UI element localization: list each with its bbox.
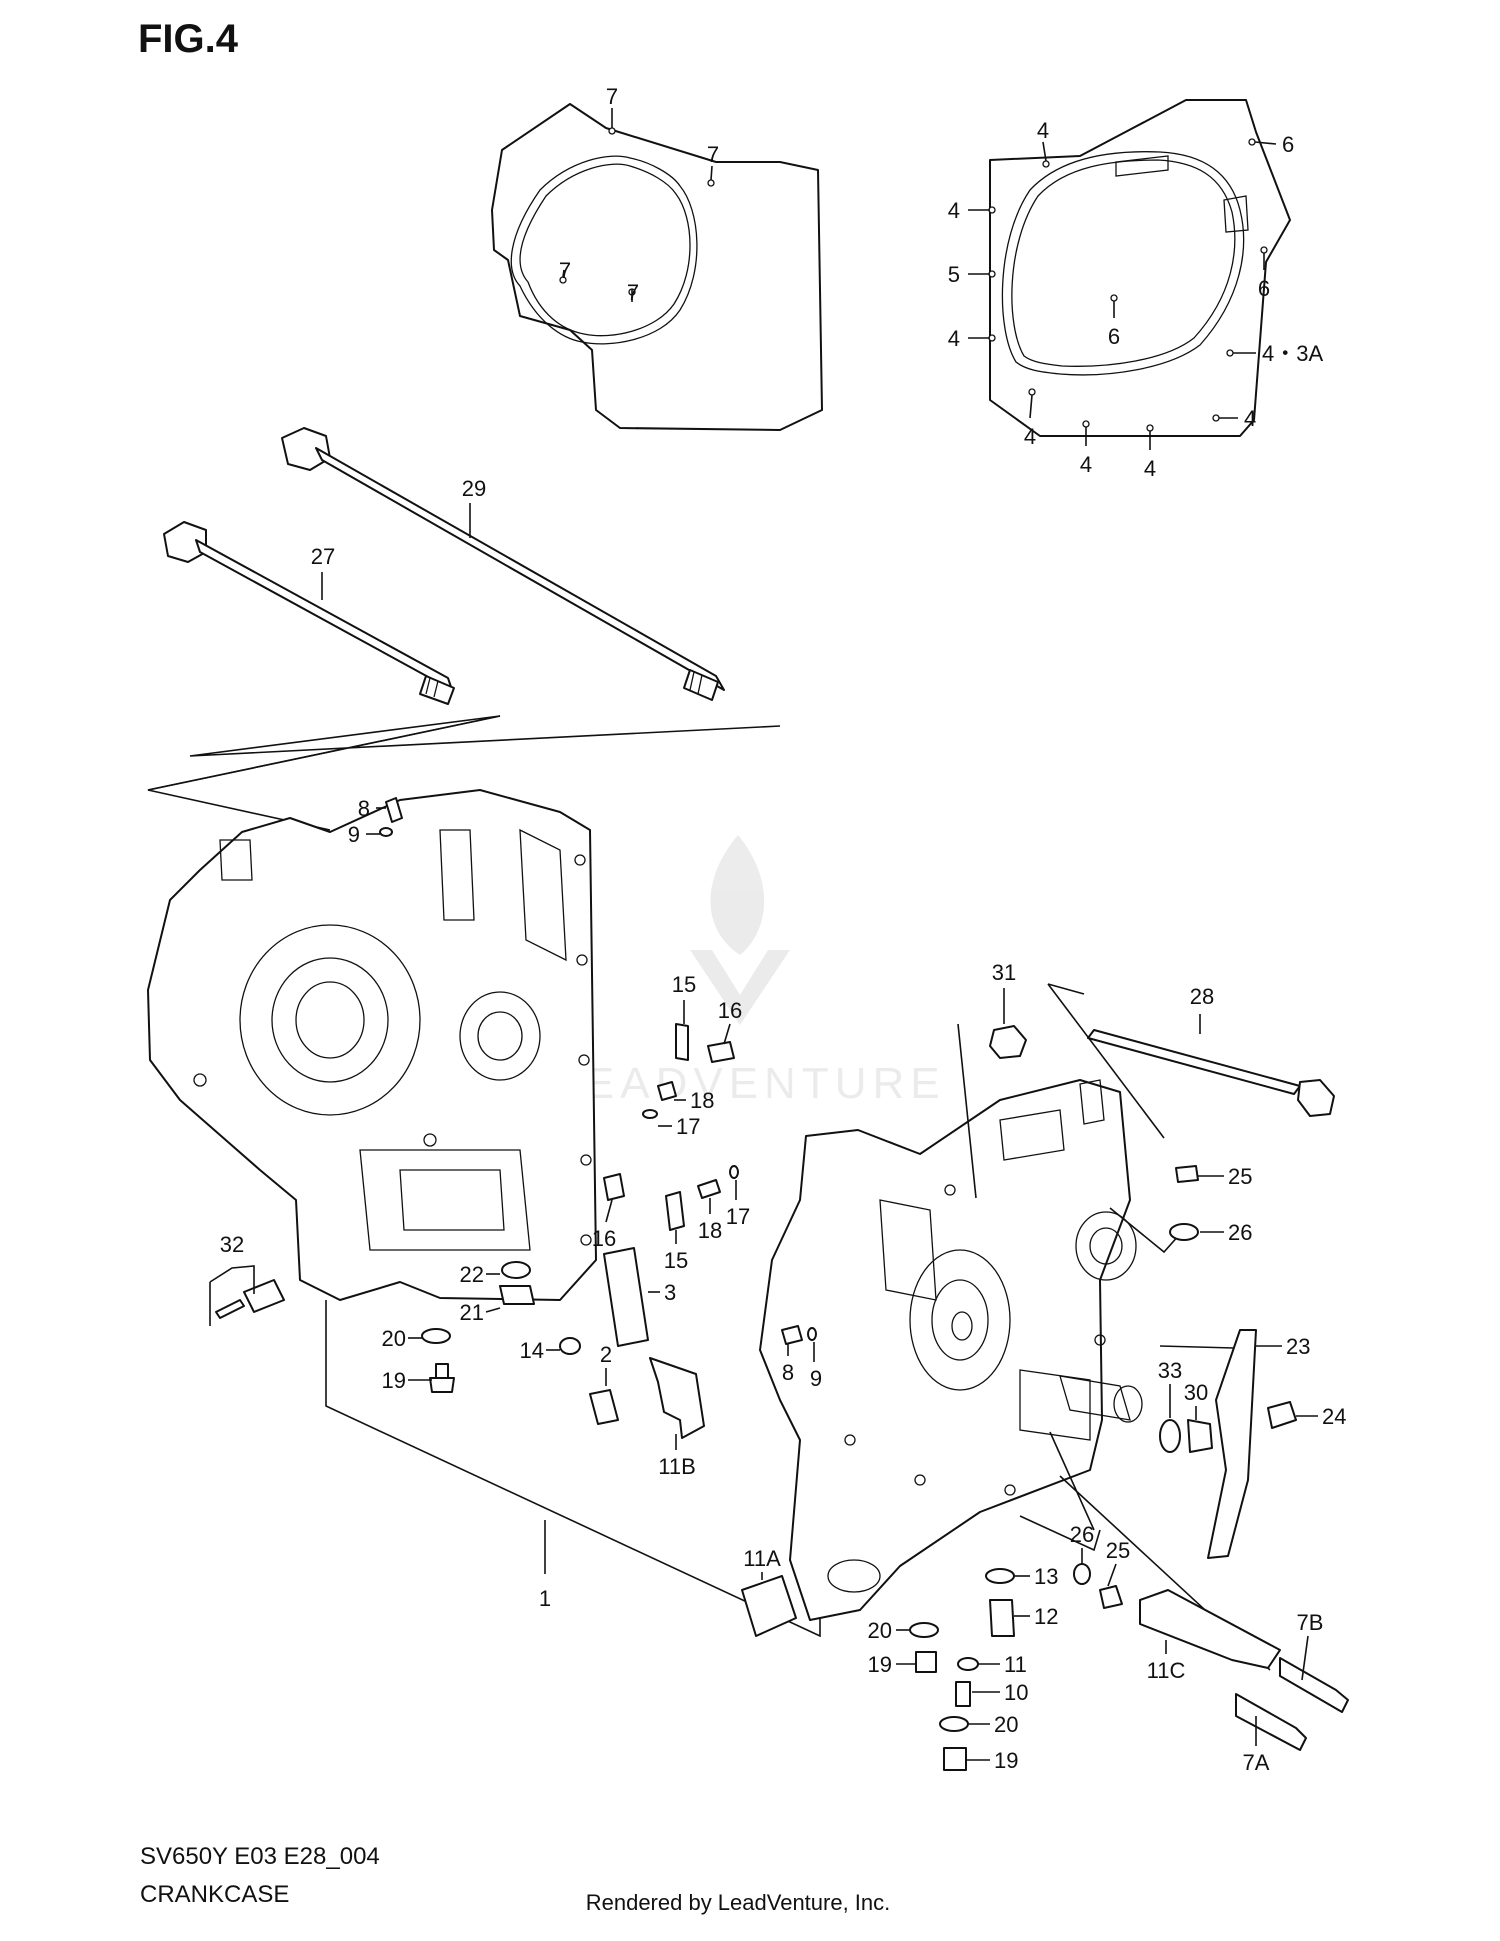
- callout-29: 29: [462, 476, 486, 501]
- callout-11b: 11B: [658, 1454, 696, 1479]
- callout-19: 19: [994, 1748, 1018, 1773]
- callout-11a: 11A: [743, 1546, 781, 1571]
- callout-4: 4: [1144, 456, 1156, 481]
- callout-15: 15: [664, 1248, 688, 1273]
- leadventure-watermark: LEADVENTURE: [554, 835, 945, 1108]
- callout-10: 10: [1004, 1680, 1028, 1705]
- callout-4: 4: [1037, 118, 1049, 143]
- callout-18: 18: [698, 1218, 722, 1243]
- callout-16: 16: [592, 1226, 616, 1251]
- left-small-parts: [215, 797, 649, 1425]
- right-cover-gasket: [988, 99, 1291, 437]
- callout-20: 20: [382, 1326, 406, 1351]
- callout-6: 6: [1258, 276, 1270, 301]
- callout-7: 7: [606, 84, 618, 109]
- callout-7b: 7B: [1297, 1610, 1324, 1635]
- callout-4: 4: [948, 198, 960, 223]
- callout-4: 4: [948, 326, 960, 351]
- callout-18: 18: [690, 1088, 714, 1113]
- callout-4: 4: [1244, 406, 1256, 431]
- callout-21: 21: [460, 1300, 484, 1325]
- callout-4: 4: [1080, 452, 1092, 477]
- callout-8: 8: [782, 1360, 794, 1385]
- left-cover-gasket: [491, 103, 823, 431]
- callout-19: 19: [382, 1368, 406, 1393]
- callout-31: 31: [992, 960, 1016, 985]
- callout-11: 11: [1004, 1652, 1027, 1677]
- callout-20: 20: [994, 1712, 1018, 1737]
- render-credit: Rendered by LeadVenture, Inc.: [586, 1890, 891, 1915]
- section-name: CRANKCASE: [140, 1881, 289, 1908]
- watermark-text: LEADVENTURE: [554, 1059, 945, 1108]
- callout-30: 30: [1184, 1380, 1208, 1405]
- callout-19: 19: [868, 1652, 892, 1677]
- callout-33: 33: [1158, 1358, 1182, 1383]
- right-crankcase-half: [759, 1079, 1143, 1621]
- callout-3: 3: [664, 1280, 676, 1305]
- crankcase-bolt-27: [163, 521, 455, 705]
- callout-16: 16: [718, 998, 742, 1023]
- callout-22: 22: [460, 1262, 484, 1287]
- callout-7: 7: [707, 142, 719, 167]
- callout-26: 26: [1070, 1522, 1094, 1547]
- callout-4: 4: [1024, 424, 1036, 449]
- callout-15: 15: [672, 972, 696, 997]
- callout-9: 9: [348, 822, 360, 847]
- figure-title: FIG.4: [138, 17, 239, 61]
- callout-7: 7: [559, 258, 571, 283]
- callout-13: 13: [1034, 1564, 1058, 1589]
- callout-28: 28: [1190, 984, 1214, 1009]
- callout-1: 1: [539, 1586, 551, 1611]
- callout-6: 6: [1282, 132, 1294, 157]
- right-small-parts: [741, 1025, 1349, 1771]
- crankcase-bolt-29: [281, 427, 725, 701]
- callout-7a: 7A: [1243, 1750, 1270, 1775]
- middle-small-parts: [603, 1023, 739, 1439]
- model-code: SV650Y E03 E28_004: [140, 1843, 380, 1870]
- callout-2: 2: [600, 1342, 612, 1367]
- callout-26: 26: [1228, 1220, 1252, 1245]
- callout-4-3a: 4・3A: [1262, 341, 1323, 366]
- callout-12: 12: [1034, 1604, 1058, 1629]
- callout-11c: 11C: [1147, 1658, 1186, 1683]
- callout-17: 17: [726, 1204, 750, 1229]
- callout-23: 23: [1286, 1334, 1310, 1359]
- callout-32: 32: [220, 1232, 244, 1257]
- callout-8: 8: [358, 796, 370, 821]
- callout-27: 27: [311, 544, 335, 569]
- callout-25: 25: [1228, 1164, 1252, 1189]
- callout-9: 9: [810, 1366, 822, 1391]
- callout-7: 7: [627, 280, 639, 305]
- callout-20: 20: [868, 1618, 892, 1643]
- callout-24: 24: [1322, 1404, 1346, 1429]
- left-crankcase-half: [147, 789, 597, 1301]
- callout-17: 17: [676, 1114, 700, 1139]
- callout-14: 14: [520, 1338, 544, 1363]
- callout-6: 6: [1108, 324, 1120, 349]
- callout-25: 25: [1106, 1538, 1130, 1563]
- callout-5: 5: [948, 262, 960, 287]
